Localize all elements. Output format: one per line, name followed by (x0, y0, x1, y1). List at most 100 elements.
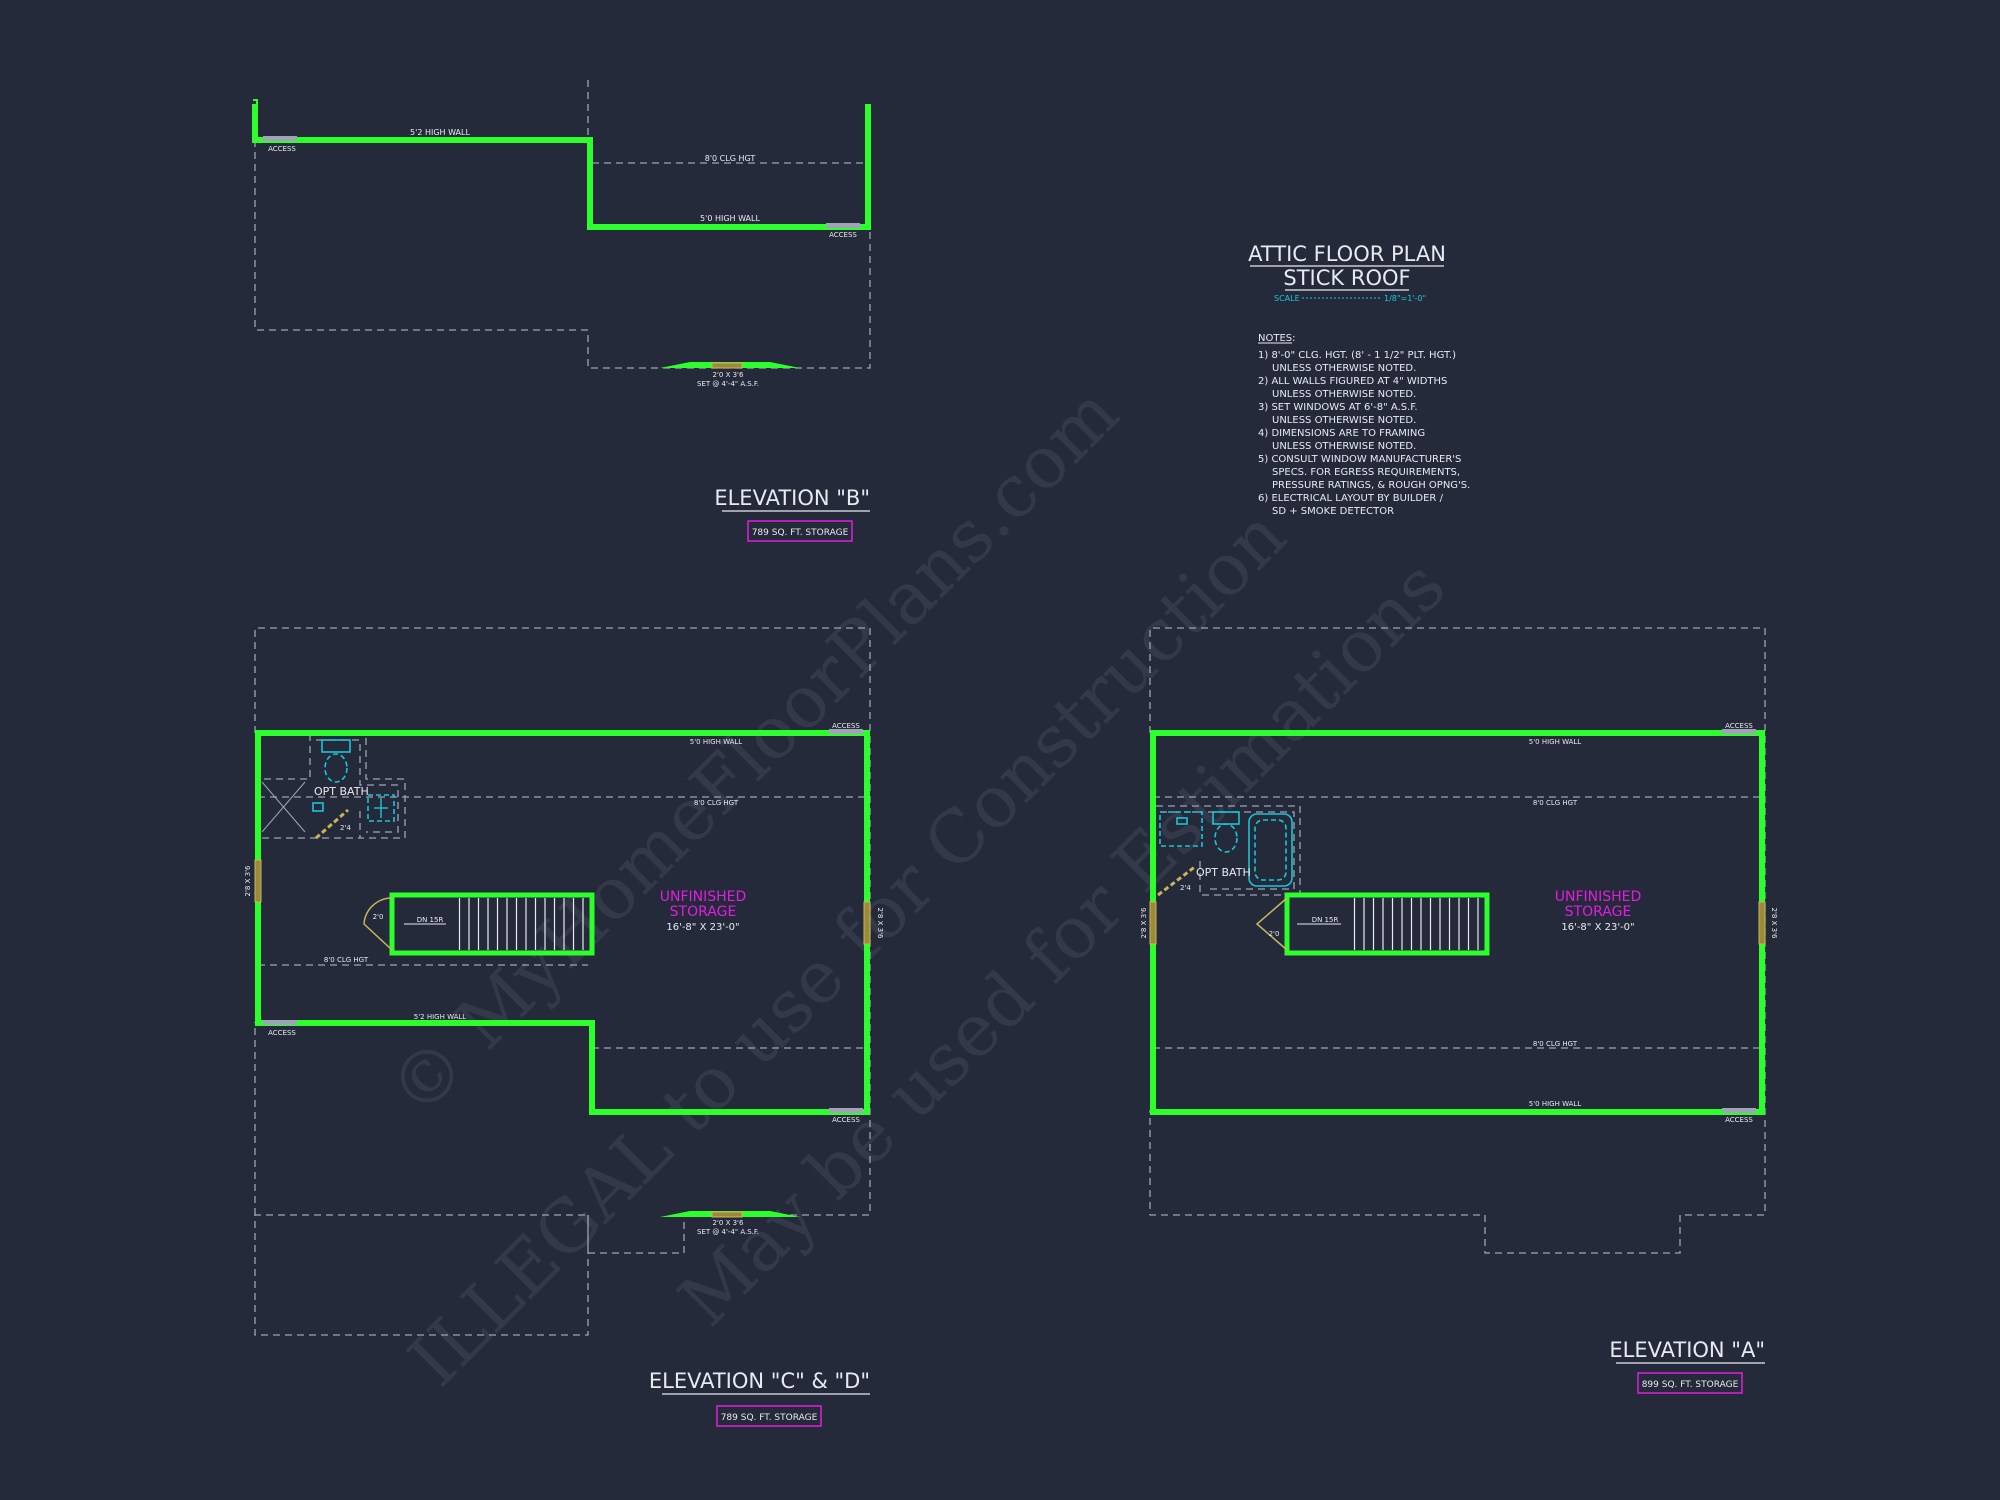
room-size: 16'-8" X 23'-0" (666, 922, 739, 933)
stair-label: DN 15R (1312, 916, 1339, 924)
room-name: STORAGE (670, 904, 737, 920)
access-hatch (263, 1020, 297, 1025)
window-set: SET @ 4'-4" A.S.F. (697, 1228, 759, 1236)
bathtub-icon (1248, 813, 1293, 887)
bath-wall (259, 734, 360, 839)
shower-x (261, 781, 306, 833)
plan-elevation-a: OPT BATH 2'4 ACCESS ACCESS 5'0 HIGH WALL… (1140, 627, 1778, 1394)
roof-outline (254, 140, 871, 369)
note-line: 1) 8'-0" CLG. HGT. (8' - 1 1/2" PLT. HGT… (1258, 350, 1456, 361)
knee-walls (255, 730, 870, 1115)
room-name: UNFINISHED (660, 889, 747, 905)
note-line: PRESSURE RATINGS, & ROUGH OPNG'S. (1272, 480, 1470, 491)
wall-tip-left (253, 99, 258, 138)
note-line: UNLESS OTHERWISE NOTED. (1272, 363, 1416, 374)
access-label: ACCESS (829, 231, 857, 239)
room-name: UNFINISHED (1555, 889, 1642, 905)
wall-label: 5'0 HIGH WALL (1529, 1100, 1582, 1108)
access-hatch (1722, 729, 1756, 734)
stair-opening (1284, 892, 1490, 956)
door-swing (363, 897, 393, 951)
window-size: 2'8 X 3'6 (244, 865, 252, 896)
wall-label: 5'0 HIGH WALL (1529, 738, 1582, 746)
storage-box (1637, 1372, 1743, 1394)
clg-label: 8'0 CLG HGT (694, 799, 739, 807)
wall-label: 5'2 HIGH WALL (414, 1013, 467, 1021)
scale-value: 1/8"=1'-0" (1384, 294, 1426, 303)
bath-wall (310, 733, 406, 839)
stair-treads (458, 898, 584, 950)
sheet-subtitle: STICK ROOF (1283, 266, 1410, 290)
roof-outline (1149, 627, 1766, 1254)
note-line: UNLESS OTHERWISE NOTED. (1272, 415, 1416, 426)
toilet-bowl-icon (1214, 823, 1238, 853)
window-size: 2'0 X 3'6 (713, 1219, 744, 1227)
access-hatch (263, 136, 297, 141)
window (711, 362, 743, 369)
opt-bath-label: OPT BATH (314, 785, 369, 798)
access-label: ACCESS (1725, 1116, 1753, 1124)
knee-walls (252, 104, 871, 230)
door-size: 2'0 (1269, 930, 1280, 938)
access-hatch (829, 1108, 863, 1113)
plan-elevation-c-d: OPT BATH 2'4 ACCESS ACCESS ACCESS 5'0 HI… (244, 627, 884, 1427)
note-line: SPECS. FOR EGRESS REQUIREMENTS, (1272, 467, 1460, 478)
access-label: ACCESS (268, 145, 296, 153)
stairs: 2'0 DN 15R (1255, 892, 1490, 956)
opt-bath-label: OPT BATH (1196, 866, 1251, 879)
side-window (1149, 901, 1157, 945)
note-line: 4) DIMENSIONS ARE TO FRAMING (1258, 428, 1425, 439)
window-size: 2'8 X 3'6 (1770, 908, 1778, 939)
sink-icon (1159, 811, 1203, 847)
room-name: STORAGE (1565, 904, 1632, 920)
window-size: 2'0 X 3'6 (713, 371, 744, 379)
side-window (863, 901, 871, 945)
door-swing (315, 808, 349, 840)
window-size: 2'8 X 3'6 (1140, 907, 1148, 938)
access-label: ACCESS (268, 1029, 296, 1037)
wall-label: 5'2 HIGH WALL (410, 128, 470, 137)
sheet-title: ATTIC FLOOR PLAN (1248, 242, 1446, 266)
toilet-tank-icon (321, 739, 351, 753)
door-swing (1255, 897, 1288, 951)
wall-label: 5'0 HIGH WALL (700, 214, 760, 223)
plan-title: ELEVATION "A" (1609, 1338, 1765, 1362)
toilet-bowl-icon (324, 753, 348, 783)
note-line: 3) SET WINDOWS AT 6'-8" A.S.F. (1258, 402, 1418, 413)
note-line: 2) ALL WALLS FIGURED AT 4" WIDTHS (1258, 376, 1447, 387)
note-line: SD + SMOKE DETECTOR (1272, 506, 1394, 517)
door-size: 2'0 (373, 913, 384, 921)
stair-treads (1353, 898, 1479, 950)
access-label: ACCESS (832, 722, 860, 730)
stair-label: DN 15R (417, 916, 444, 924)
bathtub-basin-icon (1254, 819, 1287, 881)
note-line: UNLESS OTHERWISE NOTED. (1272, 441, 1416, 452)
notes-heading: NOTES: (1258, 333, 1296, 344)
storage-box (747, 520, 853, 542)
storage-area: 899 SQ. FT. STORAGE (1642, 1380, 1739, 1390)
faucet-icon (1176, 817, 1188, 825)
sink-icon (367, 794, 395, 822)
side-window (1758, 901, 1766, 945)
stairs: 2'0 DN 15R (363, 892, 595, 956)
clg-label: 8'0 CLG HGT (324, 956, 369, 964)
storage-area: 789 SQ. FT. STORAGE (721, 1413, 818, 1423)
roof-outline (254, 627, 871, 1336)
plan-title: ELEVATION "B" (714, 486, 870, 510)
access-label: ACCESS (1725, 722, 1753, 730)
opt-bath: OPT BATH 2'4 (259, 733, 406, 840)
window (711, 1211, 743, 1218)
access-hatch (1722, 1108, 1756, 1113)
clg-label: 8'0 CLG HGT (1533, 799, 1578, 807)
bath-wall-inner (316, 739, 399, 833)
access-hatch (829, 729, 863, 734)
note-line: 5) CONSULT WINDOW MANUFACTURER'S (1258, 454, 1461, 465)
access-hatch (826, 223, 860, 228)
room-size: 16'-8" X 23'-0" (1561, 922, 1634, 933)
door-size: 2'4 (340, 824, 351, 832)
note-line: 6) ELECTRICAL LAYOUT BY BUILDER / (1258, 493, 1444, 504)
clg-label: 8'0 CLG HGT (705, 154, 756, 163)
watermark: © MyHomeFloorPlans.com ILLEGAL to use fo… (373, 370, 1462, 1402)
plan-elevation-b: 5'2 HIGH WALL 8'0 CLG HGT 5'0 HIGH WALL … (252, 80, 871, 542)
